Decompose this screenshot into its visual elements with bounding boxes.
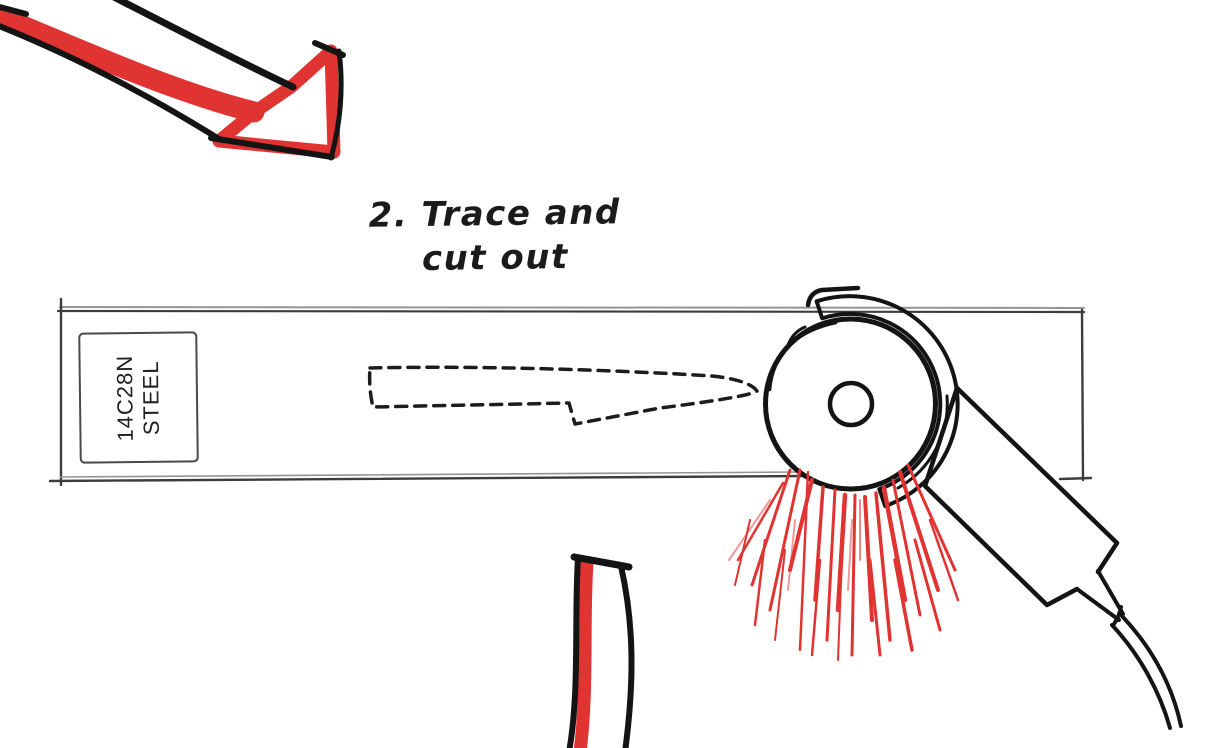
arrow-ink-corner — [0, 3, 29, 17]
spark-line — [787, 519, 796, 591]
bar-bottom-right-segment — [1058, 476, 1093, 481]
steel-label-box: 14C28N STEEL — [78, 331, 199, 464]
spark-line — [750, 468, 792, 587]
angle-grinder — [763, 285, 1183, 730]
spark-line — [874, 491, 892, 642]
spark-line — [863, 495, 874, 622]
spark-line — [913, 538, 942, 632]
spark-line — [734, 519, 751, 586]
spark-line — [753, 538, 767, 627]
grinder-guard-tab — [805, 285, 861, 308]
bottom-arrow-ink-left — [566, 555, 581, 748]
grinder-disc-tab — [786, 325, 807, 347]
bottom-arrow-ink-right — [618, 563, 635, 748]
spark-line — [813, 485, 825, 602]
spark-line — [898, 470, 940, 592]
spark-line — [768, 468, 802, 612]
knife-trace-outline — [367, 365, 759, 426]
steel-label-text: 14C28N STEEL — [112, 354, 165, 441]
step-caption-line1: 2. Trace and — [368, 192, 622, 236]
spark-line — [728, 499, 771, 561]
steel-label-line1: 14C28N — [111, 354, 139, 442]
spark-line — [825, 488, 837, 642]
sparks — [728, 463, 960, 661]
bottom-arrow-ink-cap — [570, 553, 633, 571]
spark-line — [835, 492, 848, 613]
grinder-guard-inner-line — [896, 394, 949, 490]
spark-line — [893, 558, 914, 652]
spark-line — [906, 463, 957, 572]
spark-line — [847, 519, 853, 591]
spark-line — [881, 485, 908, 603]
bar-bottom-edge — [48, 474, 808, 483]
spark-line — [837, 554, 843, 661]
grinder-body-fill — [925, 388, 1117, 605]
arrow-ink-right-edge — [328, 48, 344, 161]
grinder-neck — [1075, 569, 1125, 626]
spark-line — [891, 478, 922, 617]
spark-line — [798, 470, 810, 652]
grinder-cord-outer — [1120, 614, 1183, 728]
spark-line — [774, 549, 786, 641]
spark-line — [928, 518, 960, 602]
arrow-ink-top — [112, 0, 297, 91]
grinder-hub — [827, 380, 875, 428]
curved-arrow-bottom-icon — [566, 553, 635, 748]
arrow-ink-head-bottom — [208, 135, 335, 160]
spark-line — [850, 493, 857, 657]
bottom-arrow-red-stripe — [573, 556, 594, 748]
bar-bottom-edge-gray — [59, 471, 801, 478]
step-caption-line2: cut out — [421, 236, 569, 280]
arrow-ink-bottom — [0, 23, 222, 142]
bar-right-edge — [1080, 308, 1085, 482]
curved-arrow-top-left-icon — [0, 0, 346, 161]
step-caption: 2. Trace and cut out — [329, 190, 660, 283]
spark-line — [868, 558, 882, 657]
knife-dashed-path — [367, 365, 759, 426]
bar-top-edge-gray — [59, 306, 1085, 309]
spark-line — [810, 558, 822, 657]
steel-label-line2: STEEL — [138, 359, 164, 435]
steel-bar — [48, 297, 1093, 487]
arrow-shaft — [0, 5, 265, 123]
grinder-disc-accent — [768, 321, 838, 392]
spark-line — [788, 478, 814, 572]
spark-line — [736, 481, 785, 562]
bar-top-edge-dark — [56, 309, 1086, 314]
grinder-cord-inner — [1110, 623, 1172, 730]
